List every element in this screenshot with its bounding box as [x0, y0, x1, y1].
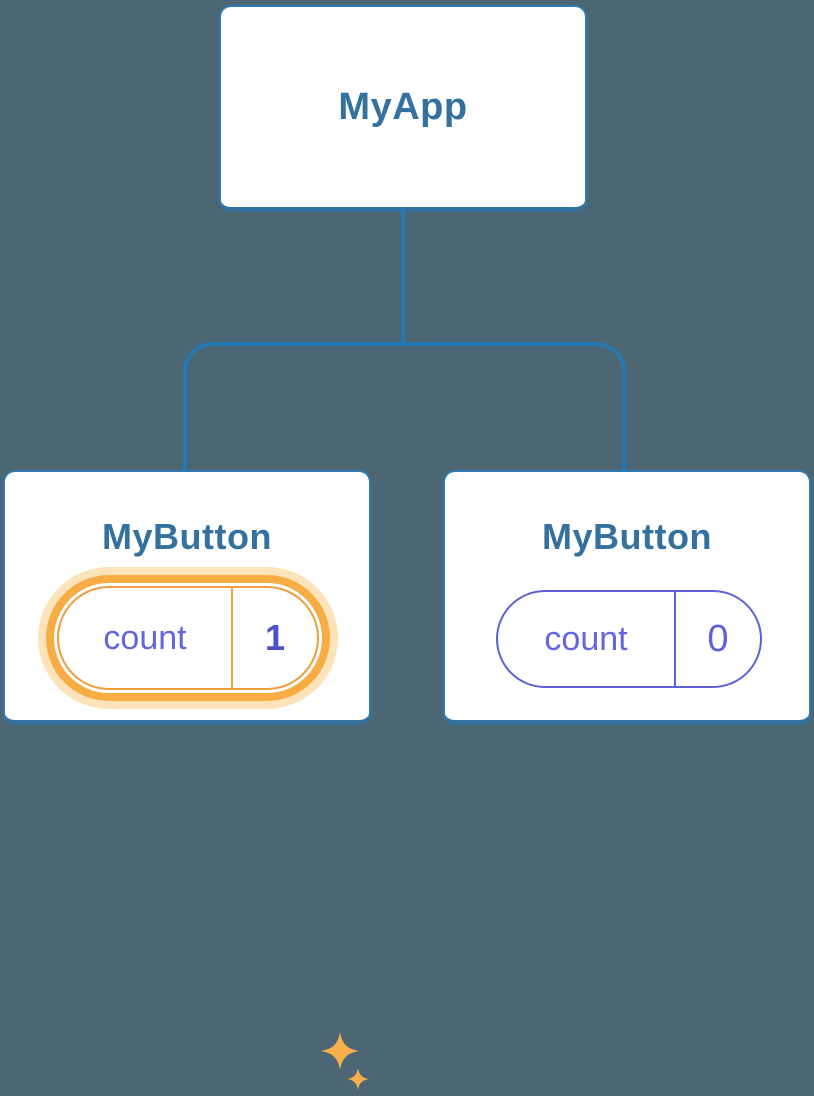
pill-divider: [231, 588, 233, 688]
node-mybutton-2: MyButton count 0: [443, 470, 811, 725]
connector-stem: [401, 210, 405, 346]
state-key-label: count: [544, 619, 628, 658]
state-value-label: 1: [264, 617, 286, 658]
state-key-label: count: [103, 618, 187, 657]
state-key-segment: count: [59, 588, 231, 688]
state-value-segment: 1: [233, 588, 317, 688]
node-myapp: MyApp: [219, 5, 587, 212]
sparkle-icon: [321, 1032, 369, 1090]
state-value-segment: 0: [676, 592, 760, 686]
state-pill-highlighted: count 1: [57, 586, 319, 690]
pill-divider: [674, 592, 676, 686]
connector-bracket: [183, 342, 626, 470]
state-key-segment: count: [498, 592, 674, 686]
state-pill: count 0: [496, 590, 762, 688]
component-tree-diagram: MyApp MyButton count 1 MyButton count: [3, 5, 811, 1090]
node-mybutton-2-label: MyButton: [542, 516, 712, 557]
node-mybutton-1: MyButton count 1: [3, 470, 371, 1090]
state-value-label: 0: [707, 617, 729, 660]
node-myapp-label: MyApp: [338, 85, 468, 128]
node-mybutton-1-label: MyButton: [102, 516, 272, 557]
